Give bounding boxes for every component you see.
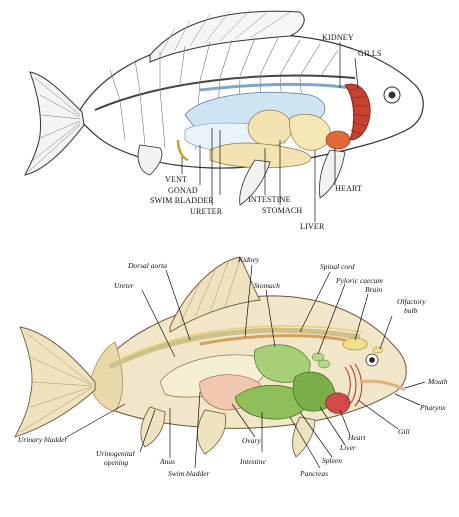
label-pyloric-caecum: Pyloric caecum — [335, 276, 383, 285]
label-urinary-bladder: Urinary bladder — [18, 435, 67, 444]
label-intestine-bottom: Intestine — [239, 457, 266, 466]
label-dorsal-aorta: Dorsal aorta — [127, 261, 167, 270]
label-pharynx: Pharynx — [419, 403, 446, 412]
label-swim-bladder-bottom: Swim bladder — [168, 469, 210, 478]
label-liver-bottom: Liver — [339, 443, 356, 452]
eye-pupil-bottom — [369, 357, 375, 363]
label-spinal-cord: Spinal cord — [320, 262, 355, 271]
carp-anatomy-diagram-bottom: Dorsal aorta Kidney Spinal cord Ureter S… — [0, 232, 459, 517]
label-ureter-bottom: Ureter — [114, 281, 134, 290]
label-liver-top: LIVER — [300, 222, 325, 231]
pelvic-fin-bottom — [198, 410, 226, 454]
label-urinogenital-1: Urinogenital — [96, 449, 135, 458]
carp-anatomy-diagram-top: KIDNEY GILLS VENT GONAD SWIM BLADDER URE… — [0, 0, 459, 232]
label-ureter-top: URETER — [190, 207, 223, 216]
label-intestine-top: INTESTINE — [248, 195, 291, 204]
heart-bottom — [326, 393, 350, 414]
label-gonad: GONAD — [168, 186, 198, 195]
label-stomach-top: STOMACH — [262, 206, 302, 215]
carp-internal-organs-illustration: Dorsal aorta Kidney Spinal cord Ureter S… — [0, 232, 459, 517]
label-mouth: Mouth — [427, 377, 448, 386]
olfactory-bulb — [373, 347, 383, 353]
label-urinogenital-2: opening — [104, 458, 128, 467]
label-gill: Gill — [398, 427, 410, 436]
label-kidney-top: KIDNEY — [322, 33, 354, 42]
stomach — [248, 110, 292, 146]
label-olfactory-2: bulb — [404, 306, 418, 315]
label-anus: Anus — [159, 457, 175, 466]
scales-region — [90, 342, 123, 412]
label-heart-bottom: Heart — [347, 433, 366, 442]
label-pancreas: Pancreas — [299, 469, 328, 478]
label-olfactory-1: Olfactory — [397, 297, 426, 306]
label-vent: VENT — [165, 175, 187, 184]
label-heart-top: HEART — [335, 184, 362, 193]
label-kidney-bottom: Kidney — [237, 255, 260, 264]
label-brain: Brain — [365, 285, 382, 294]
label-gills: GILLS — [358, 49, 382, 58]
label-spleen: Spleen — [322, 456, 342, 465]
eye-pupil — [389, 92, 396, 99]
tail-fin-bottom — [15, 327, 95, 437]
label-ovary: Ovary — [242, 436, 261, 445]
label-stomach-bottom: Stomach — [254, 281, 280, 290]
heart — [326, 131, 350, 149]
anal-fin — [138, 145, 162, 175]
carp-skeleton-illustration: KIDNEY GILLS VENT GONAD SWIM BLADDER URE… — [0, 0, 459, 232]
label-swim-bladder-top: SWIM BLADDER — [150, 196, 214, 205]
